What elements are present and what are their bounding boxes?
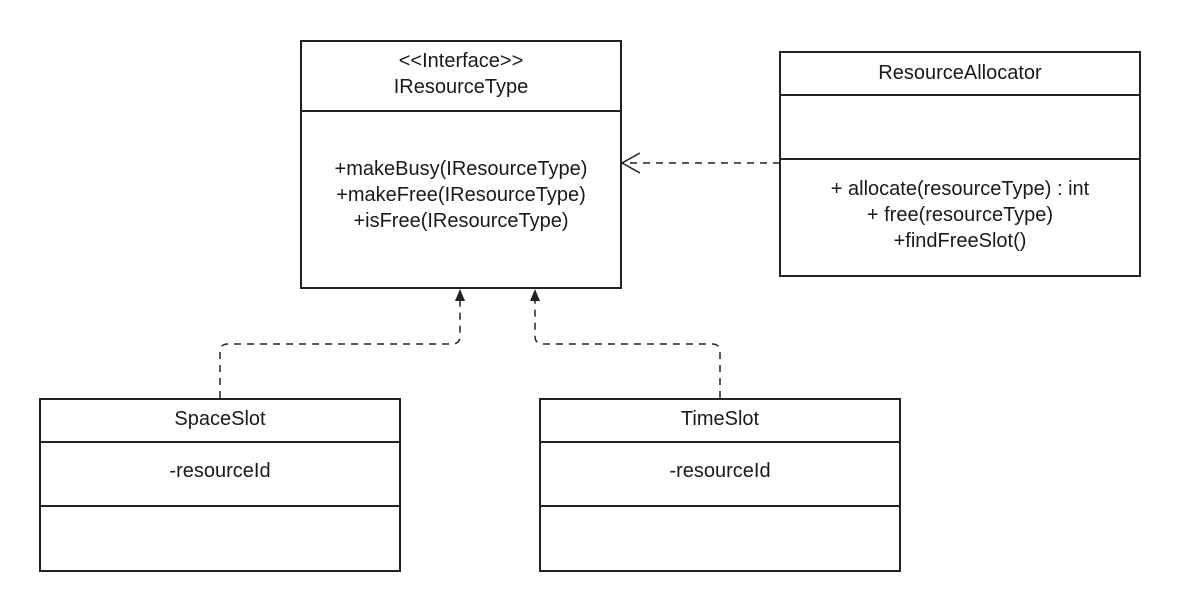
method-find-free-slot: +findFreeSlot() (893, 230, 1027, 252)
method-allocate: + allocate(resourceType) : int (830, 178, 1090, 200)
allocator-divider-2 (781, 158, 1139, 160)
allocator-header: ResourceAllocator (781, 60, 1139, 86)
interface-stereotype: <<Interface>> (398, 50, 524, 72)
allocator-divider-1 (781, 94, 1139, 96)
timeslot-divider-2 (541, 505, 899, 507)
spaceslot-attributes: -resourceId (41, 458, 399, 484)
interface-name: IResourceType (393, 76, 529, 98)
timeslot-header: TimeSlot (541, 406, 899, 432)
allocator-name: ResourceAllocator (878, 62, 1042, 84)
method-is-free: +isFree(IResourceType) (353, 210, 569, 232)
allocator-methods: + allocate(resourceType) : int + free(re… (781, 176, 1139, 254)
timeslot-name: TimeSlot (680, 408, 760, 430)
spaceslot-header: SpaceSlot (41, 406, 399, 432)
class-box-spaceslot[interactable]: SpaceSlot -resourceId (39, 398, 401, 572)
class-box-resourceallocator[interactable]: ResourceAllocator + allocate(resourceTyp… (779, 51, 1141, 277)
realization-arrow-timeslot (530, 289, 721, 398)
interface-box-iresourcetype[interactable]: <<Interface>> IResourceType +makeBusy(IR… (300, 40, 622, 289)
spaceslot-divider-1 (41, 441, 399, 443)
timeslot-attribute: -resourceId (669, 460, 771, 482)
spaceslot-attribute: -resourceId (169, 460, 271, 482)
timeslot-attributes: -resourceId (541, 458, 899, 484)
spaceslot-name: SpaceSlot (174, 408, 266, 430)
realization-arrow-spaceslot (219, 289, 465, 398)
method-make-free: +makeFree(IResourceType) (336, 184, 586, 206)
interface-methods: +makeBusy(IResourceType) +makeFree(IReso… (302, 156, 620, 234)
dependency-arrow (620, 152, 780, 174)
class-box-timeslot[interactable]: TimeSlot -resourceId (539, 398, 901, 572)
interface-divider (302, 110, 620, 112)
spaceslot-divider-2 (41, 505, 399, 507)
interface-header: <<Interface>> IResourceType (302, 48, 620, 100)
method-make-busy: +makeBusy(IResourceType) (334, 158, 588, 180)
method-free: + free(resourceType) (866, 204, 1054, 226)
timeslot-divider-1 (541, 441, 899, 443)
